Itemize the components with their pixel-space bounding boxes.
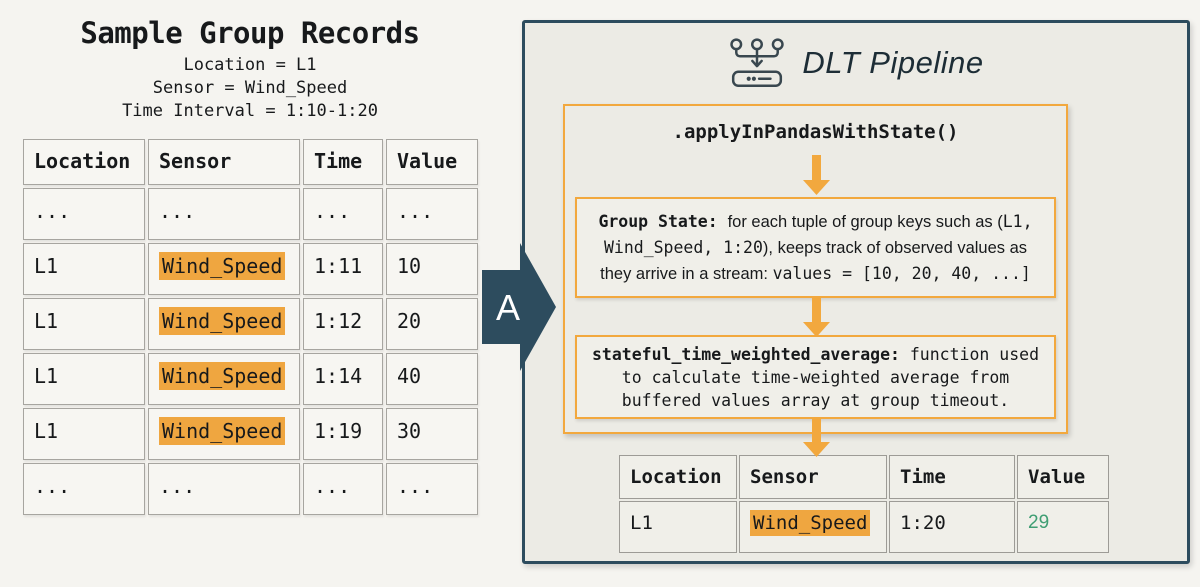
cell-sensor: Wind_Speed — [148, 243, 300, 295]
column-header-location: Location — [23, 139, 145, 185]
pipeline-merge-icon — [730, 38, 785, 88]
cell-sensor: Wind_Speed — [148, 353, 300, 405]
cell-time: 1:19 — [303, 408, 383, 460]
sensor-value: ... — [159, 474, 196, 498]
cell-time: 1:11 — [303, 243, 383, 295]
cell-value: ... — [386, 463, 478, 515]
cell-location: L1 — [23, 243, 145, 295]
sensor-value: Wind_Speed — [159, 417, 286, 445]
sensor-value: Wind_Speed — [159, 362, 286, 390]
sensor-value: Wind_Speed — [159, 307, 286, 335]
table-row: L1 Wind_Speed 1:11 10 — [23, 243, 478, 295]
stateful-function-text: stateful_time_weighted_average: function… — [591, 344, 1040, 410]
group-key-summary: Location = L1 Sensor = Wind_Speed Time I… — [30, 54, 470, 123]
column-header-time: Time — [303, 139, 383, 185]
sensor-value: Wind_Speed — [159, 252, 286, 280]
stateful-function-box: stateful_time_weighted_average: function… — [575, 335, 1056, 419]
cell-value: 10 — [386, 243, 478, 295]
cell-value: ... — [386, 188, 478, 240]
group-key-sensor: Sensor = Wind_Speed — [152, 78, 348, 98]
arrow-down-icon — [803, 297, 830, 337]
cell-time: ... — [303, 463, 383, 515]
sensor-value: ... — [159, 199, 196, 223]
table-row: L1 Wind_Speed 1:19 30 — [23, 408, 478, 460]
apply-in-pandas-label: .applyInPandasWithState() — [672, 121, 959, 143]
cell-location: ... — [23, 463, 145, 515]
cell-value: 20 — [386, 298, 478, 350]
table-header-row: Location Sensor Time Value — [23, 139, 478, 185]
group-state-text: Group State: for each tuple of group key… — [598, 211, 1033, 283]
panel-header: DLT Pipeline — [525, 37, 1187, 89]
column-header-location: Location — [619, 455, 737, 499]
column-header-value: Value — [1017, 455, 1109, 499]
dlt-pipeline-panel: DLT Pipeline .applyInPandasWithState() G… — [522, 20, 1190, 564]
cell-sensor: Wind_Speed — [148, 408, 300, 460]
cell-location: L1 — [23, 298, 145, 350]
group-key-time-interval: Time Interval = 1:10-1:20 — [122, 101, 378, 121]
table-row: L1 Wind_Speed 1:20 29 — [619, 501, 1109, 553]
group-state-box: Group State: for each tuple of group key… — [575, 197, 1056, 298]
page-title: Sample Group Records — [80, 16, 420, 50]
column-header-sensor: Sensor — [739, 455, 887, 499]
cell-location: L1 — [23, 353, 145, 405]
cell-time: 1:20 — [889, 501, 1015, 553]
panel-title: DLT Pipeline — [802, 45, 984, 80]
column-header-time: Time — [889, 455, 1015, 499]
cell-sensor: Wind_Speed — [739, 501, 887, 553]
result-table: Location Sensor Time Value L1 Wind_Speed… — [617, 453, 1111, 555]
cell-time: ... — [303, 188, 383, 240]
column-header-value: Value — [386, 139, 478, 185]
cell-sensor: ... — [148, 188, 300, 240]
table-row: ... ... ... ... — [23, 188, 478, 240]
cell-value: 40 — [386, 353, 478, 405]
sample-records-table: Location Sensor Time Value ... ... ... .… — [20, 136, 481, 518]
cell-value-result: 29 — [1017, 501, 1109, 553]
cell-time: 1:12 — [303, 298, 383, 350]
group-key-location: Location = L1 — [183, 55, 317, 75]
arrow-down-icon — [803, 155, 830, 195]
cell-sensor: ... — [148, 463, 300, 515]
arrow-down-icon — [803, 417, 830, 457]
table-row: L1 Wind_Speed 1:12 20 — [23, 298, 478, 350]
cell-sensor: Wind_Speed — [148, 298, 300, 350]
cell-location: L1 — [619, 501, 737, 553]
column-header-sensor: Sensor — [148, 139, 300, 185]
cell-time: 1:14 — [303, 353, 383, 405]
sensor-value: Wind_Speed — [750, 510, 871, 536]
cell-location: ... — [23, 188, 145, 240]
flow-arrow-a-icon: A — [482, 243, 556, 371]
table-row: L1 Wind_Speed 1:14 40 — [23, 353, 478, 405]
table-header-row: Location Sensor Time Value — [619, 455, 1109, 499]
table-row: ... ... ... ... — [23, 463, 478, 515]
cell-location: L1 — [23, 408, 145, 460]
flow-arrow-label: A — [496, 287, 520, 328]
cell-value: 30 — [386, 408, 478, 460]
